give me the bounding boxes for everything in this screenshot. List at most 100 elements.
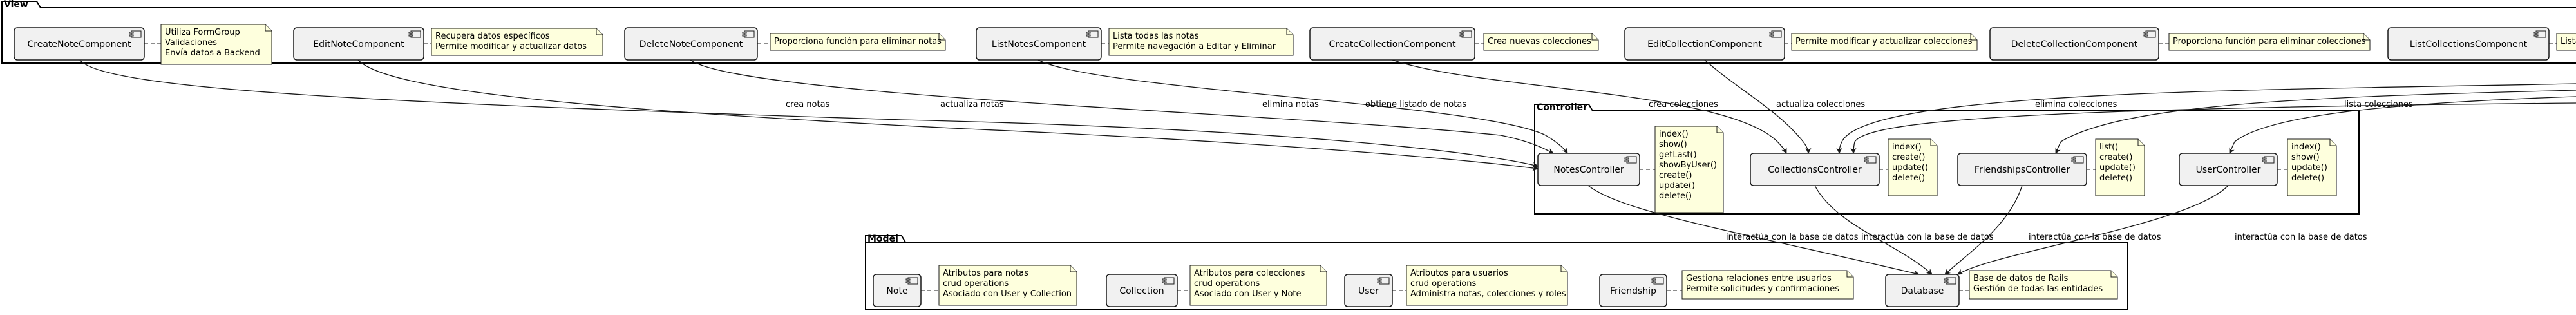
note-line: create(): [1659, 171, 1692, 180]
note-line: Gestiona relaciones entre usuarios: [1686, 274, 1832, 283]
note-line: update(): [1659, 181, 1695, 191]
edge-actualiza_colecciones: actualiza colecciones: [1704, 59, 1865, 154]
component-friendship[interactable]: Friendship: [1599, 274, 1667, 307]
note-line: showByUser(): [1659, 160, 1717, 170]
note-line: index(): [2291, 142, 2321, 152]
note-line: Proporciona función para eliminar colecc…: [2173, 37, 2366, 46]
component-icon: [742, 30, 755, 38]
component-label: CreateCollectionComponent: [1329, 39, 1456, 50]
component-listNotes[interactable]: ListNotesComponent: [976, 27, 1102, 61]
component-icon: [1624, 156, 1637, 164]
component-icon: [1377, 277, 1390, 285]
note-line: Recupera datos específicos: [435, 32, 550, 41]
edge-label: crea notas: [786, 100, 830, 110]
component-label: DeleteCollectionComponent: [2011, 39, 2138, 50]
edge-obtiene_listado: obtiene listado de notas: [1037, 59, 1568, 154]
component-label: User: [1358, 286, 1379, 296]
edge-label: interactúa con la base de datos: [1861, 233, 1994, 242]
component-label: EditCollectionComponent: [1647, 39, 1762, 50]
edge-label: interactúa con la base de datos: [1726, 233, 1859, 242]
component-icon: [408, 30, 421, 38]
note-line: Envía datos a Backend: [165, 48, 260, 58]
component-friendshipsCtrl[interactable]: FriendshipsController: [1957, 153, 2087, 186]
note-line: Gestión de todas las entidades: [1973, 284, 2103, 294]
component-userCtrl[interactable]: UserController: [2179, 153, 2278, 186]
note-line: Proporciona función para eliminar notas: [774, 37, 942, 46]
edge-label: obtiene listado de notas: [1365, 100, 1466, 110]
component-createNote[interactable]: CreateNoteComponent: [14, 27, 145, 61]
component-label: CollectionsController: [1768, 165, 1862, 175]
edge-label: elimina colecciones: [2035, 100, 2117, 110]
note-line: Crea nuevas colecciones: [1488, 37, 1591, 46]
note-line: Permite modificar y actualizar datos: [435, 42, 587, 52]
note-line: update(): [2099, 163, 2136, 173]
component-label: Database: [1901, 286, 1944, 296]
component-createCollection[interactable]: CreateCollectionComponent: [1309, 27, 1475, 61]
note-editCollection: Permite modificar y actualizar coleccion…: [1785, 33, 1978, 51]
note-notesCtrl: index()show()getLast()showByUser()create…: [1640, 126, 1724, 213]
component-label: ListCollectionsComponent: [2410, 39, 2528, 50]
edge-label: actualiza notas: [940, 100, 1004, 110]
note-line: delete(): [2099, 173, 2132, 183]
note-line: Administra notas, colecciones y roles: [1410, 289, 1566, 299]
note-line: index(): [1659, 129, 1689, 139]
note-line: update(): [2291, 163, 2327, 173]
component-editCollection[interactable]: EditCollectionComponent: [1624, 27, 1785, 61]
note-line: Lista: [2561, 37, 2576, 46]
component-notesCtrl[interactable]: NotesController: [1537, 153, 1640, 186]
component-icon: [1769, 30, 1782, 38]
component-icon: [129, 30, 142, 38]
edge-label: interactúa con la base de datos: [2235, 233, 2367, 242]
note-line: crud operations: [1410, 279, 1477, 289]
component-deleteCollection[interactable]: DeleteCollectionComponent: [1989, 27, 2159, 61]
component-user[interactable]: User: [1344, 274, 1393, 307]
component-icon: [2071, 156, 2084, 164]
component-editNote[interactable]: EditNoteComponent: [293, 27, 424, 61]
component-icon: [2262, 156, 2275, 164]
edge-elimina_colecciones: elimina colecciones: [1836, 83, 2576, 154]
component-listCollections[interactable]: ListCollectionsComponent: [2387, 27, 2550, 61]
edge-unlabeled-8: [2229, 96, 2576, 154]
component-icon: [1162, 277, 1175, 285]
package-title-controller: Controller: [1537, 102, 1587, 113]
note-line: create(): [2099, 153, 2132, 162]
component-icon: [2533, 30, 2546, 38]
package-title-view: View: [4, 0, 28, 10]
component-database[interactable]: Database: [1885, 274, 1960, 307]
component-label: ListNotesComponent: [992, 39, 1086, 50]
component-deleteNote[interactable]: DeleteNoteComponent: [624, 27, 758, 61]
component-icon: [1459, 30, 1472, 38]
component-collection[interactable]: Collection: [1106, 274, 1178, 307]
note-line: index(): [1892, 142, 1922, 152]
note-listCollections: Lista: [2549, 33, 2576, 51]
note-line: crud operations: [943, 279, 1009, 289]
component-note[interactable]: Note: [873, 274, 922, 307]
edge-label: lista colecciones: [2344, 100, 2413, 110]
note-line: Permite solicitudes y confirmaciones: [1686, 284, 1839, 294]
component-label: DeleteNoteComponent: [639, 39, 743, 50]
component-label: Collection: [1119, 286, 1164, 296]
note-line: Lista todas las notas: [1113, 32, 1199, 41]
component-label: Friendship: [1610, 286, 1656, 296]
note-collectionsCtrl: index()create()update()delete(): [1879, 138, 1938, 196]
note-deleteCollection: Proporciona función para eliminar colecc…: [2159, 33, 2371, 51]
edge-interactua_3: interactúa con la base de datos: [1944, 185, 2161, 275]
note-line: Asociado con User y Note: [1194, 289, 1302, 299]
component-collectionsCtrl[interactable]: CollectionsController: [1750, 153, 1880, 186]
note-line: Validaciones: [165, 38, 217, 48]
component-label: FriendshipsController: [1975, 165, 2070, 175]
note-line: delete(): [1892, 173, 1925, 183]
note-line: update(): [1892, 163, 1928, 173]
component-icon: [1651, 277, 1664, 285]
edge-interactua_4: interactúa con la base de datos: [1957, 185, 2367, 275]
edge-label: crea colecciones: [1649, 100, 1718, 110]
note-line: Permite navegación a Editar y Eliminar: [1113, 42, 1276, 52]
